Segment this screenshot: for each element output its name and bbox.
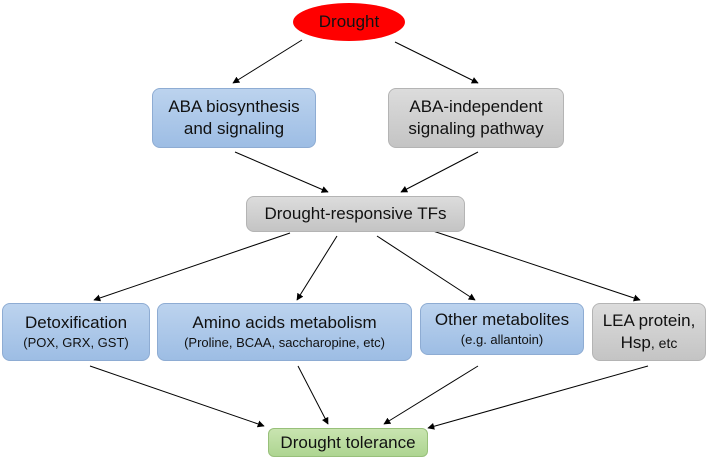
drought-tolerance-label: Drought tolerance — [280, 432, 416, 452]
arrow-tfs-to-amino-acids — [296, 235, 338, 301]
arrow-detoxification-to-tolerance — [89, 365, 265, 428]
amino-acids-line1: Amino acids metabolism — [192, 313, 377, 332]
arrow-tfs-to-other-metabolites — [376, 235, 476, 301]
aba-independent-node: ABA-independent signaling pathway — [388, 88, 564, 148]
other-metabolites-line1: Other metabolites — [434, 310, 570, 329]
lea-protein-node: LEA protein, Hsp, etc — [592, 303, 706, 361]
arrow-amino-acids-to-tolerance — [297, 365, 329, 425]
aba-biosynthesis-line2: and signaling — [183, 119, 285, 138]
drought-node: Drought — [293, 3, 405, 41]
amino-acids-line2: (Proline, BCAA, saccharopine, etc) — [184, 335, 385, 350]
arrow-lea-protein-to-tolerance — [427, 365, 649, 430]
detoxification-line2: (POX, GRX, GST) — [23, 335, 129, 350]
arrow-aba-independent-to-tfs — [400, 151, 479, 193]
other-metabolites-node: Other metabolites (e.g. allantoin) — [420, 303, 584, 355]
drought-label: Drought — [318, 12, 380, 31]
aba-independent-line1: ABA-independent — [409, 97, 543, 116]
aba-biosynthesis-node: ABA biosynthesis and signaling — [152, 88, 316, 148]
arrow-tfs-to-detoxification — [93, 232, 291, 302]
other-metabolites-line2: (e.g. allantoin) — [460, 332, 544, 347]
aba-independent-line2: signaling pathway — [408, 119, 544, 138]
lea-protein-etc: , etc — [650, 335, 678, 351]
lea-protein-line2: Hsp, etc — [621, 332, 678, 354]
aba-biosynthesis-line1: ABA biosynthesis — [168, 97, 300, 116]
amino-acids-node: Amino acids metabolism (Proline, BCAA, s… — [157, 303, 412, 361]
detoxification-node: Detoxification (POX, GRX, GST) — [2, 303, 150, 361]
detoxification-line1: Detoxification — [24, 313, 128, 332]
arrow-drought-to-aba-independent — [394, 41, 479, 84]
drought-tfs-label: Drought-responsive TFs — [264, 204, 447, 223]
arrow-aba-biosynthesis-to-tfs — [234, 151, 329, 193]
drought-tfs-node: Drought-responsive TFs — [246, 196, 465, 232]
lea-protein-line1: LEA protein, — [602, 311, 696, 330]
arrow-drought-to-aba-biosynthesis — [232, 39, 303, 84]
arrow-other-metabolites-to-tolerance — [383, 365, 479, 425]
arrow-tfs-to-lea-protein — [429, 229, 641, 302]
lea-protein-hsp: Hsp — [620, 333, 651, 352]
drought-tolerance-node: Drought tolerance — [268, 428, 428, 457]
